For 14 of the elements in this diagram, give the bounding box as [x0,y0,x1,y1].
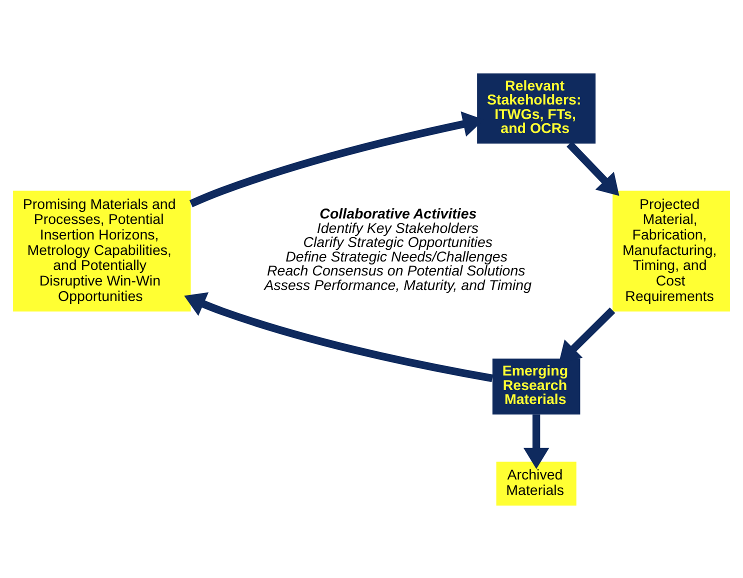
arrow [566,140,620,196]
node-box: Projected Material, Fabrication, Manufacturing, Timing, and Cost Requirements [612,190,730,311]
label: Define Strategic Needs/Challenges [286,248,508,265]
node-box: Emerging Research Materials [492,358,580,414]
label: Identify Key Stakeholders [316,220,479,236]
label: Clarify Strategic Opportunities [303,234,493,251]
node-box: Archived Materials [496,461,576,506]
label: Reach Consensus on Potential Solutions [267,263,526,280]
arrow [523,414,550,468]
label: Collaborative Activities [320,206,477,222]
label: Assess Performance, Maturity, and Timing [264,277,532,294]
node-box: Relevant Stakeholders: ITWGs, FTs, and OCRs [477,72,596,144]
node-box: Promising Materials and Processes, Potential Insertion Horizons, Metrology Capabilities, and Potentially Disruptive Win-Win Opportunities [13,190,191,311]
arrow [184,292,493,382]
